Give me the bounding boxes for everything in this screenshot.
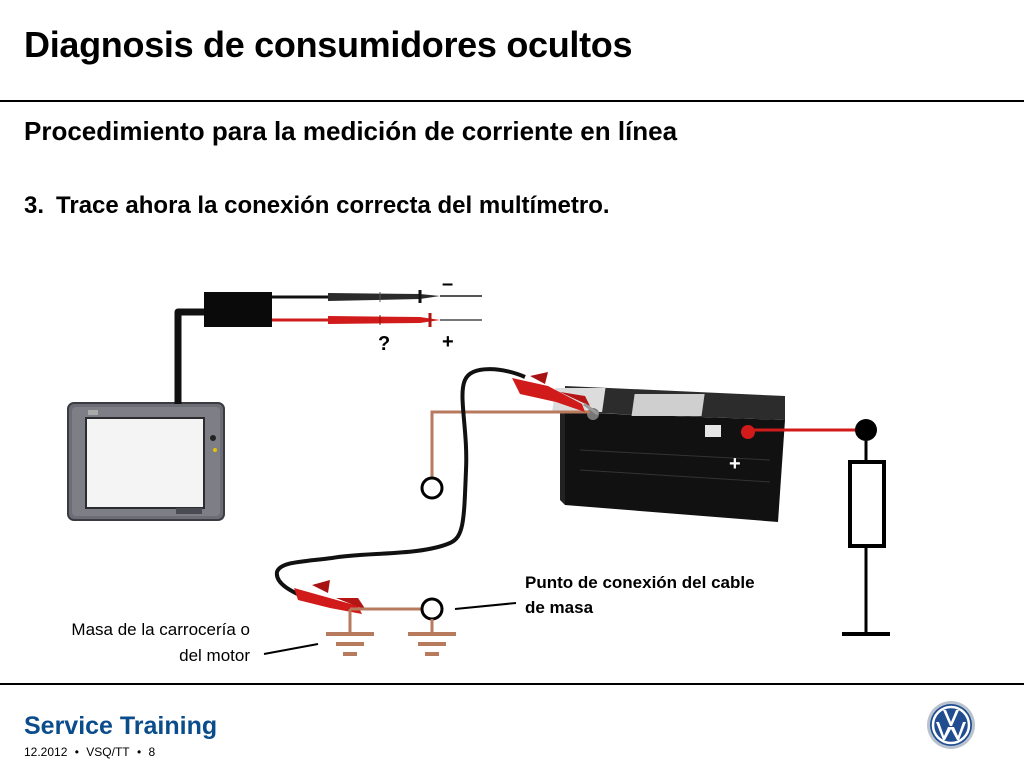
vw-logo-icon: [927, 701, 975, 749]
alligator-clip-bottom-icon: [294, 580, 366, 614]
ground-symbol-right-icon: [408, 632, 456, 656]
consumer-resistor: [848, 460, 886, 548]
body-ground-label-line2: del motor: [179, 646, 250, 665]
footer-separator: •: [136, 745, 142, 759]
red-probe-icon: [328, 313, 482, 327]
footer-page-number: 8: [148, 745, 156, 759]
footer-brand: Service Training: [24, 712, 218, 740]
ground-point-label-line1: Punto de conexión del cable: [525, 573, 755, 592]
probe-positive-symbol: +: [442, 331, 454, 353]
battery-negative-wire: [430, 410, 590, 478]
meter-ground-cable: [274, 367, 526, 600]
footer-meta: 12.2012 • VSQ/TT • 8: [24, 745, 159, 759]
footer-separator: •: [74, 745, 79, 759]
tester-cable: [174, 308, 206, 404]
ground-connection-node: [420, 597, 444, 621]
slide-subtitle: Procedimiento para la medición de corrie…: [24, 116, 678, 146]
meter-connector: [204, 292, 272, 327]
instruction-step: 3. Trace ahora la conexión correcta del m…: [24, 192, 610, 220]
battery-positive-node: [855, 419, 877, 441]
alligator-clip-top-icon: [512, 372, 599, 416]
slide-title: Diagnosis de consumidores ocultos: [24, 24, 633, 65]
open-terminal-node: [420, 476, 444, 500]
header-divider: [0, 100, 1024, 102]
footer-divider: [0, 683, 1024, 685]
battery-plus-symbol: +: [729, 453, 741, 475]
ground-point-label-line2: de masa: [525, 598, 594, 617]
instruction-number: 3.: [24, 192, 45, 219]
ground-symbol-left-icon: [326, 632, 374, 656]
footer-department: VSQ/TT: [86, 745, 130, 759]
body-ground-leader-line: [263, 643, 319, 655]
black-probe-icon: [328, 290, 482, 303]
footer-date: 12.2012: [24, 745, 68, 759]
ground-point-leader-line: [454, 602, 517, 610]
probe-negative-symbol: –: [442, 273, 453, 295]
body-ground-label-line1: Masa de la carrocería o: [71, 620, 250, 639]
instruction-text: Trace ahora la conexión correcta del mul…: [56, 192, 610, 219]
probe-unknown-symbol: ?: [378, 333, 390, 355]
diagnostic-tester-icon: [67, 402, 225, 521]
wiring-diagram: – ? + +: [67, 273, 890, 665]
battery-icon: [552, 386, 785, 522]
